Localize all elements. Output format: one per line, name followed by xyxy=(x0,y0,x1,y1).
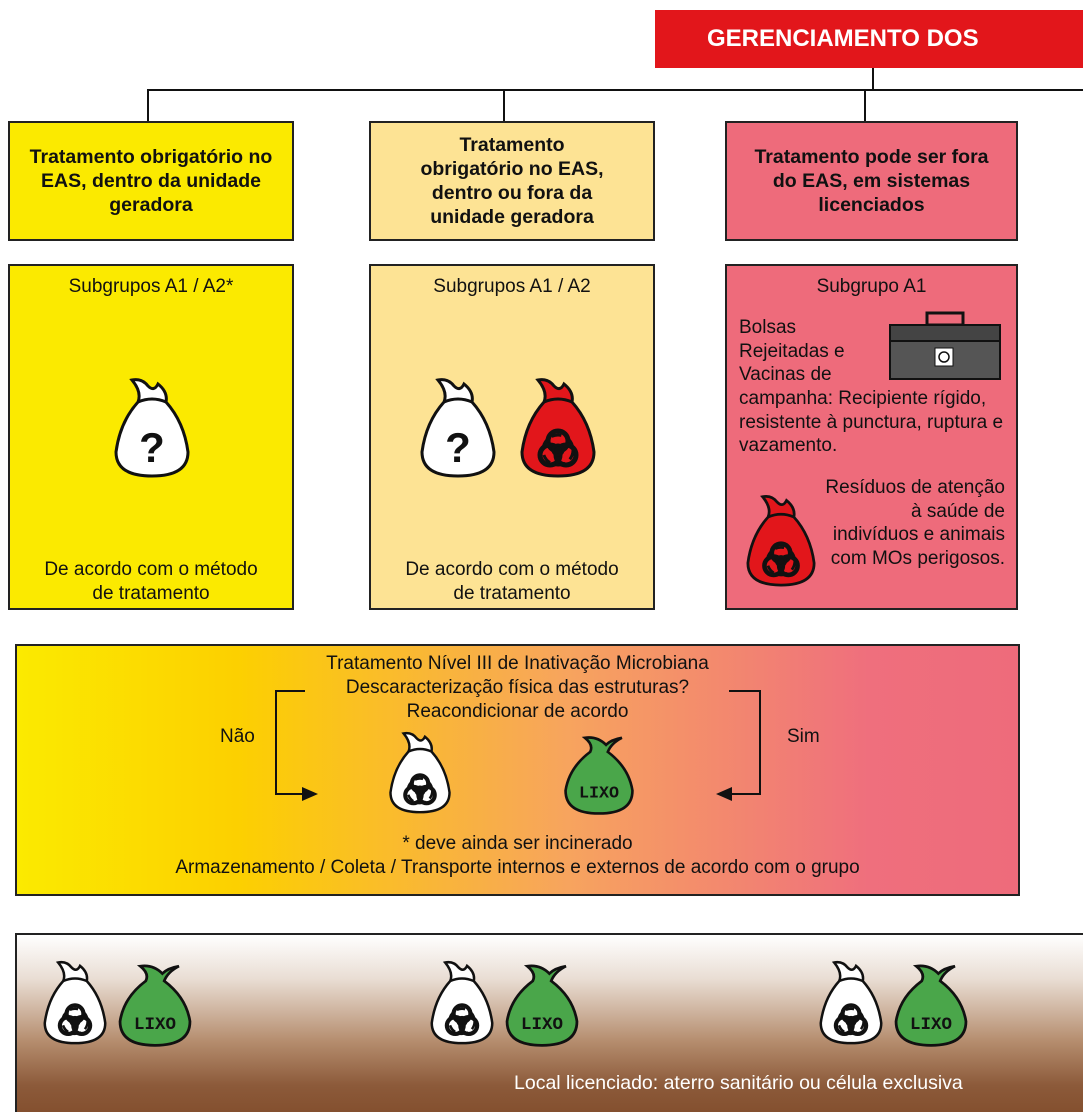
connector-drop-2 xyxy=(503,89,505,121)
svg-text:LIXO: LIXO xyxy=(579,785,619,804)
left-bracket-top xyxy=(275,690,305,692)
green-lixo-bag-icon: LIXO xyxy=(505,964,579,1047)
treatment-line-1: Tratamento Nível III de Inativação Micro… xyxy=(326,653,709,674)
white-biohazard-bag-icon xyxy=(389,731,451,814)
subgroup-box-3: Subgrupo A1 Bolsas Rejeitadas e Vacinas … xyxy=(725,264,1018,610)
connector-drop-1 xyxy=(147,89,149,121)
subgroup-note-1: De acordo com o método de tratamento xyxy=(44,559,258,604)
yes-label: Sim xyxy=(787,726,820,747)
category-title-3: Tratamento pode ser fora do EAS, em sist… xyxy=(754,146,989,216)
rigid-container-icon xyxy=(889,311,1001,380)
subgroup-label-3: Subgrupo A1 xyxy=(816,276,927,297)
white-biohazard-bag-icon xyxy=(43,960,107,1045)
white-biohazard-bag-icon xyxy=(430,960,494,1045)
landfill-ground: LIXO LIXO LIXO Local licenciado: aterro … xyxy=(15,933,1083,1112)
subgroup-box-2: Subgrupos A1 / A2 ? De acordo com o méto… xyxy=(369,264,655,610)
white-bag-question-icon: ? xyxy=(114,378,190,478)
svg-text:?: ? xyxy=(139,424,165,471)
red-biohazard-bag-icon xyxy=(520,378,596,478)
green-lixo-bag-icon: LIXO xyxy=(118,964,192,1047)
white-bag-question-icon: ? xyxy=(420,378,496,478)
treatment-footnote: * deve ainda ser incinerado xyxy=(402,833,633,854)
right-arrow-head-icon xyxy=(302,787,318,801)
subgroup-box-1: Subgrupos A1 / A2* ? De acordo com o mét… xyxy=(8,264,294,610)
treatment-box: Tratamento Nível III de Inativação Micro… xyxy=(15,644,1020,896)
connector-horizontal xyxy=(147,89,1083,91)
white-biohazard-bag-icon xyxy=(819,960,883,1045)
svg-text:LIXO: LIXO xyxy=(134,1015,176,1035)
red-biohazard-bag-icon xyxy=(746,495,816,587)
subgroup-text-campanha: campanha: Recipiente rígido, resistente … xyxy=(739,388,1004,456)
header-title-box: GERENCIAMENTO DOS xyxy=(655,10,1083,68)
svg-text:?: ? xyxy=(445,424,471,471)
left-bracket-vertical xyxy=(275,690,277,795)
subgroup-note-2: De acordo com o método de tratamento xyxy=(405,559,619,604)
landfill-caption: Local licenciado: aterro sanitário ou cé… xyxy=(514,1072,963,1094)
header-title: GERENCIAMENTO DOS xyxy=(707,25,979,52)
subgroup-text-bolsas: Bolsas Rejeitadas e Vacinas de xyxy=(739,317,845,385)
category-box-2: Tratamento obrigatório no EAS, dentro ou… xyxy=(369,121,655,241)
category-title-2: Tratamento obrigatório no EAS, dentro ou… xyxy=(420,134,604,228)
treatment-bottom-line: Armazenamento / Coleta / Transporte inte… xyxy=(175,857,860,878)
left-bracket-bottom xyxy=(275,793,305,795)
category-box-1: Tratamento obrigatório no EAS, dentro da… xyxy=(8,121,294,241)
treatment-line-2: Descaracterização física das estruturas? xyxy=(345,677,690,698)
right-bracket-vertical xyxy=(759,690,761,795)
left-arrow-head-icon xyxy=(716,787,732,801)
category-title-1: Tratamento obrigatório no EAS, dentro da… xyxy=(29,146,273,216)
category-box-3: Tratamento pode ser fora do EAS, em sist… xyxy=(725,121,1018,241)
subgroup-label-1: Subgrupos A1 / A2* xyxy=(68,276,234,297)
connector-stem xyxy=(872,68,874,90)
svg-text:LIXO: LIXO xyxy=(521,1015,563,1035)
no-label: Não xyxy=(220,726,255,747)
connector-drop-3 xyxy=(864,89,866,121)
right-bracket-bottom xyxy=(729,793,761,795)
right-bracket-top xyxy=(729,690,761,692)
green-lixo-bag-icon: LIXO xyxy=(894,964,968,1047)
treatment-line-3: Reacondicionar de acordo xyxy=(406,701,629,722)
subgroup-label-2: Subgrupos A1 / A2 xyxy=(433,276,591,297)
green-lixo-bag-icon: LIXO xyxy=(564,736,634,815)
subgroup-text-residuos: Resíduos de atenção à saúde de indivíduo… xyxy=(825,477,1005,569)
svg-text:LIXO: LIXO xyxy=(910,1015,952,1035)
